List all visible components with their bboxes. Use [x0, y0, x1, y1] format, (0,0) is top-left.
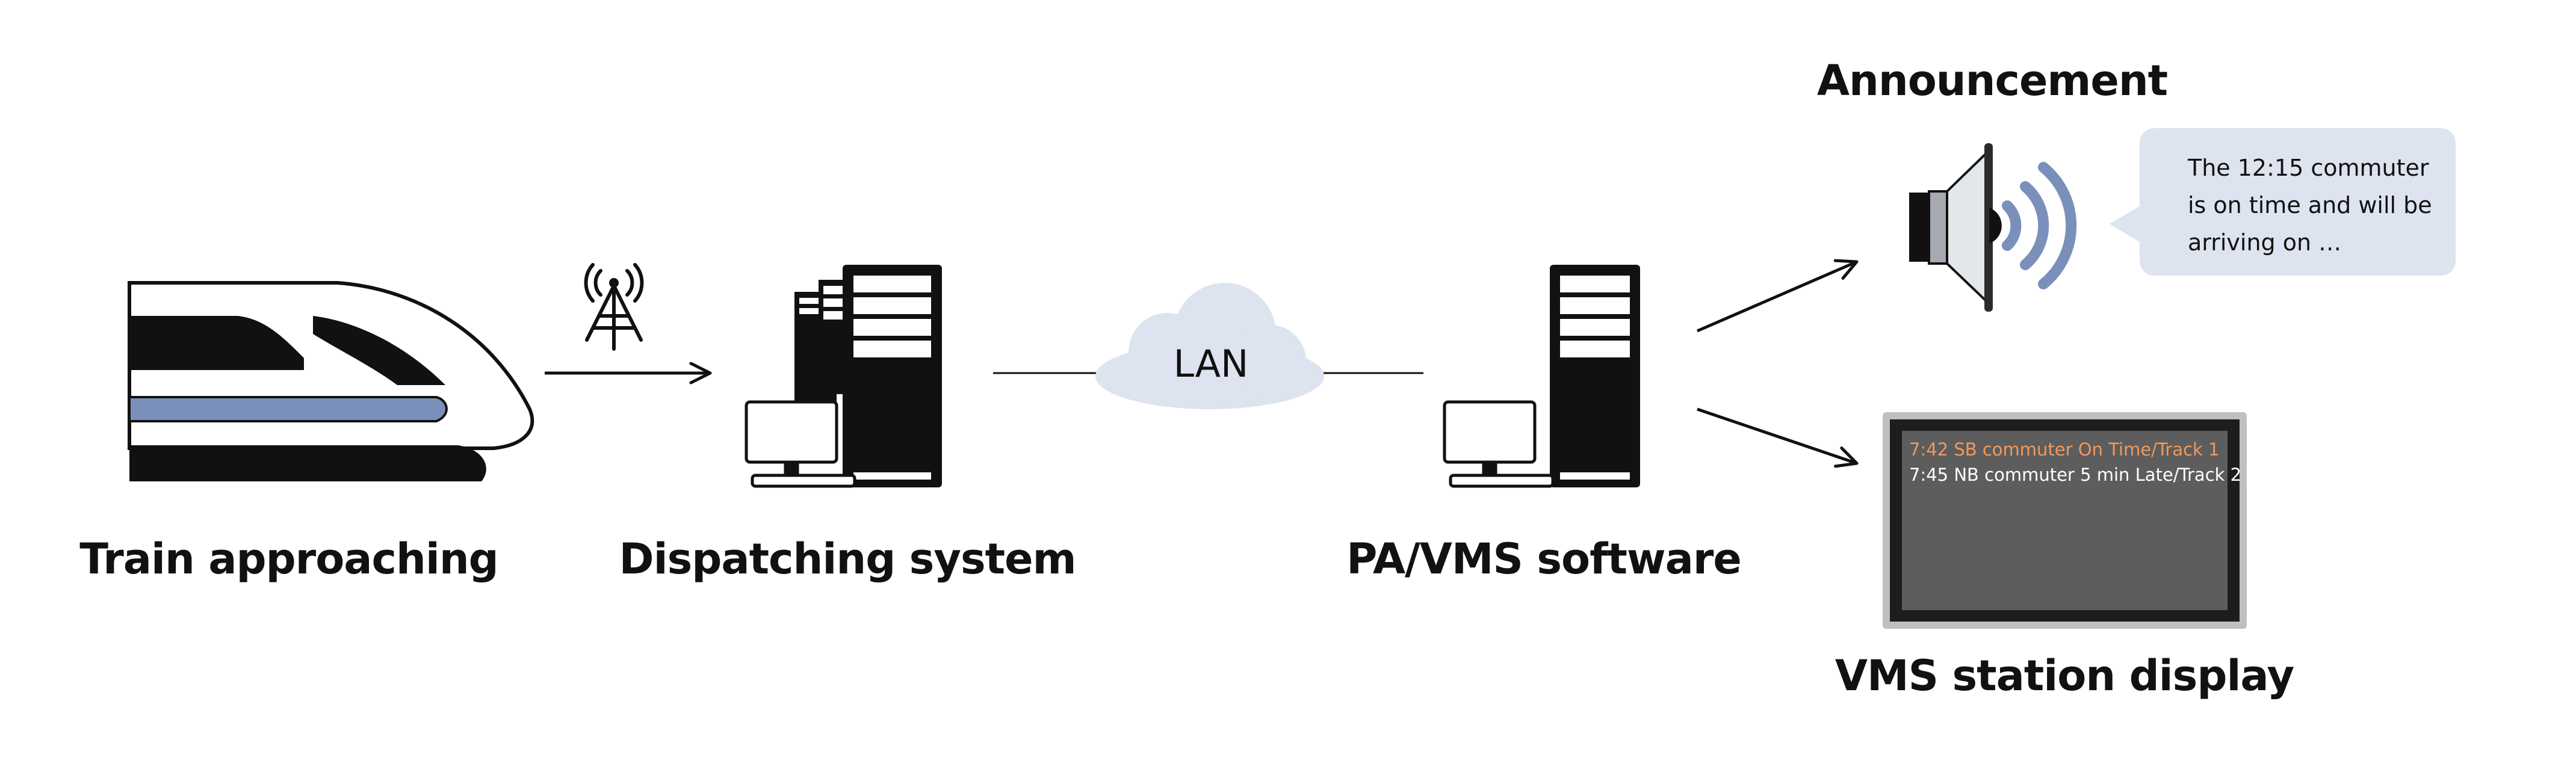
- vms-board-line-1: 7:42 SB commuter On Time/Track 1: [1909, 439, 2220, 460]
- announcement-line: is on time and will be: [2188, 192, 2432, 218]
- speaker-icon: [1909, 143, 2077, 312]
- monitor-icon: [1443, 400, 1555, 488]
- link-pavms-display: [1697, 407, 1859, 468]
- server-icon: [1550, 265, 1640, 487]
- announcement-line: The 12:15 commuter: [2188, 155, 2429, 181]
- label-dispatching-system: Dispatching system: [619, 534, 1076, 584]
- label-pa-vms-software: PA/VMS software: [1346, 534, 1742, 584]
- announcement-text: The 12:15 commuter is on time and will b…: [2188, 149, 2432, 261]
- link-pavms-announcement: [1697, 259, 1859, 333]
- display-board-icon: [1883, 412, 2247, 629]
- monitor-icon: [745, 400, 856, 488]
- announcement-line: arriving on …: [2188, 229, 2342, 256]
- label-vms-station-display: VMS station display: [1834, 651, 2294, 700]
- label-train-approaching: Train approaching: [79, 534, 499, 584]
- antenna-icon: [584, 263, 644, 351]
- cloud-icon: [1095, 283, 1324, 409]
- train-icon: [128, 281, 534, 481]
- vms-board-line-2: 7:45 NB commuter 5 min Late/Track 2: [1909, 465, 2242, 485]
- lan-label: LAN: [1173, 342, 1249, 386]
- speech-bubble-icon: [2110, 128, 2456, 276]
- label-announcement: Announcement: [1816, 56, 2168, 105]
- server-icon: [794, 265, 942, 487]
